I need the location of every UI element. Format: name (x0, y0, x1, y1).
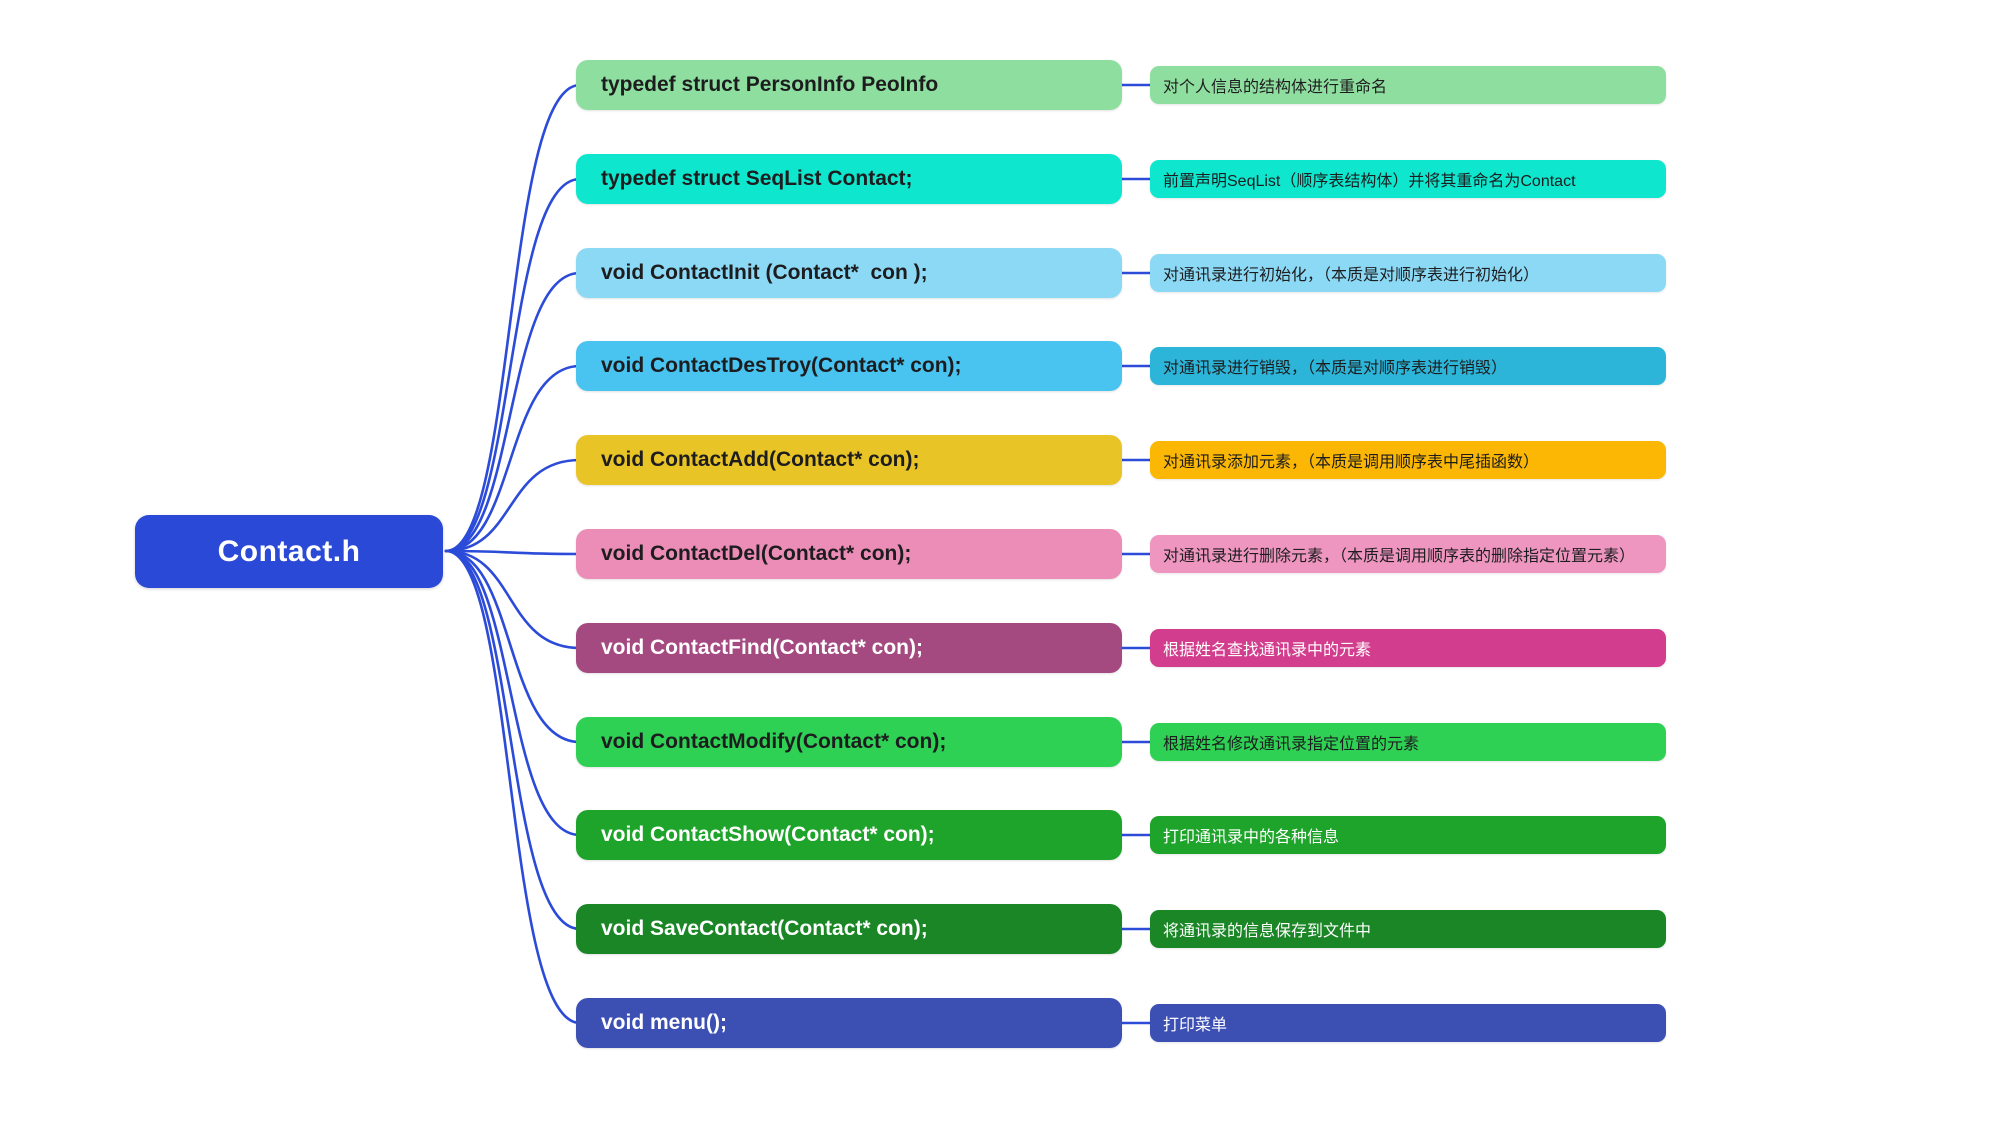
description-node[interactable]: 对个人信息的结构体进行重命名 (1150, 66, 1666, 104)
description-node[interactable]: 根据姓名修改通讯录指定位置的元素 (1150, 723, 1666, 761)
description-node[interactable]: 根据姓名查找通讯录中的元素 (1150, 629, 1666, 667)
function-node[interactable]: void ContactDel(Contact* con); (576, 529, 1122, 579)
description-label: 对通讯录添加元素，（本质是调用顺序表中尾插函数） (1163, 454, 1540, 471)
root-node[interactable]: Contact.h (135, 515, 443, 588)
function-node[interactable]: void ContactDesTroy(Contact* con); (576, 341, 1122, 391)
function-label: void ContactDesTroy(Contact* con); (601, 354, 962, 377)
function-label: typedef struct SeqList Contact; (601, 167, 913, 190)
branch-row-10: void SaveContact(Contact* con); 将通讯录的信息保… (576, 904, 1666, 954)
branch-row-6: void ContactDel(Contact* con); 对通讯录进行删除元… (576, 529, 1666, 579)
description-label: 打印通讯录中的各种信息 (1163, 829, 1340, 846)
description-node[interactable]: 对通讯录添加元素，（本质是调用顺序表中尾插函数） (1150, 441, 1666, 479)
function-label: typedef struct PersonInfo PeoInfo (601, 73, 939, 96)
description-label: 对个人信息的结构体进行重命名 (1163, 79, 1388, 96)
function-node[interactable]: void SaveContact(Contact* con); (576, 904, 1122, 954)
description-label: 打印菜单 (1163, 1017, 1228, 1034)
function-node[interactable]: void ContactModify(Contact* con); (576, 717, 1122, 767)
description-label: 对通讯录进行删除元素，（本质是调用顺序表的删除指定位置元素） (1163, 548, 1636, 565)
branch-row-7: void ContactFind(Contact* con); 根据姓名查找通讯… (576, 623, 1666, 673)
function-label: void ContactAdd(Contact* con); (601, 448, 920, 471)
description-node[interactable]: 对通讯录进行销毁，（本质是对顺序表进行销毁） (1150, 347, 1666, 385)
function-node[interactable]: void ContactShow(Contact* con); (576, 810, 1122, 860)
function-label: void ContactModify(Contact* con); (601, 730, 947, 753)
description-node[interactable]: 打印通讯录中的各种信息 (1150, 816, 1666, 854)
description-node[interactable]: 将通讯录的信息保存到文件中 (1150, 910, 1666, 948)
branch-row-9: void ContactShow(Contact* con); 打印通讯录中的各… (576, 810, 1666, 860)
description-label: 根据姓名查找通讯录中的元素 (1163, 642, 1372, 659)
description-label: 将通讯录的信息保存到文件中 (1163, 923, 1372, 940)
description-label: 根据姓名修改通讯录指定位置的元素 (1163, 736, 1420, 753)
description-node[interactable]: 打印菜单 (1150, 1004, 1666, 1042)
function-node[interactable]: void ContactFind(Contact* con); (576, 623, 1122, 673)
function-node[interactable]: typedef struct PersonInfo PeoInfo (576, 60, 1122, 110)
function-node[interactable]: void ContactAdd(Contact* con); (576, 435, 1122, 485)
description-label: 对通讯录进行销毁，（本质是对顺序表进行销毁） (1163, 360, 1508, 377)
branch-row-2: typedef struct SeqList Contact; 前置声明SeqL… (576, 154, 1666, 204)
root-label: Contact.h (217, 534, 361, 568)
function-label: void menu(); (601, 1011, 727, 1034)
branch-row-5: void ContactAdd(Contact* con); 对通讯录添加元素，… (576, 435, 1666, 485)
function-node[interactable]: void ContactInit (Contact* con ); (576, 248, 1122, 298)
branch-row-8: void ContactModify(Contact* con); 根据姓名修改… (576, 717, 1666, 767)
function-label: void SaveContact(Contact* con); (601, 917, 928, 940)
branch-row-1: typedef struct PersonInfo PeoInfo 对个人信息的… (576, 60, 1666, 110)
function-node[interactable]: typedef struct SeqList Contact; (576, 154, 1122, 204)
function-label: void ContactShow(Contact* con); (601, 823, 935, 846)
description-label: 前置声明SeqList（顺序表结构体）并将其重命名为Contact (1163, 173, 1576, 190)
description-node[interactable]: 对通讯录进行删除元素，（本质是调用顺序表的删除指定位置元素） (1150, 535, 1666, 573)
description-label: 对通讯录进行初始化，（本质是对顺序表进行初始化） (1163, 267, 1540, 284)
description-node[interactable]: 对通讯录进行初始化，（本质是对顺序表进行初始化） (1150, 254, 1666, 292)
branch-row-3: void ContactInit (Contact* con ); 对通讯录进行… (576, 248, 1666, 298)
description-node[interactable]: 前置声明SeqList（顺序表结构体）并将其重命名为Contact (1150, 160, 1666, 198)
branch-row-4: void ContactDesTroy(Contact* con); 对通讯录进… (576, 341, 1666, 391)
function-label: void ContactDel(Contact* con); (601, 542, 912, 565)
function-label: void ContactInit (Contact* con ); (601, 261, 928, 284)
branch-row-11: void menu(); 打印菜单 (576, 998, 1666, 1048)
function-label: void ContactFind(Contact* con); (601, 636, 923, 659)
function-node[interactable]: void menu(); (576, 998, 1122, 1048)
